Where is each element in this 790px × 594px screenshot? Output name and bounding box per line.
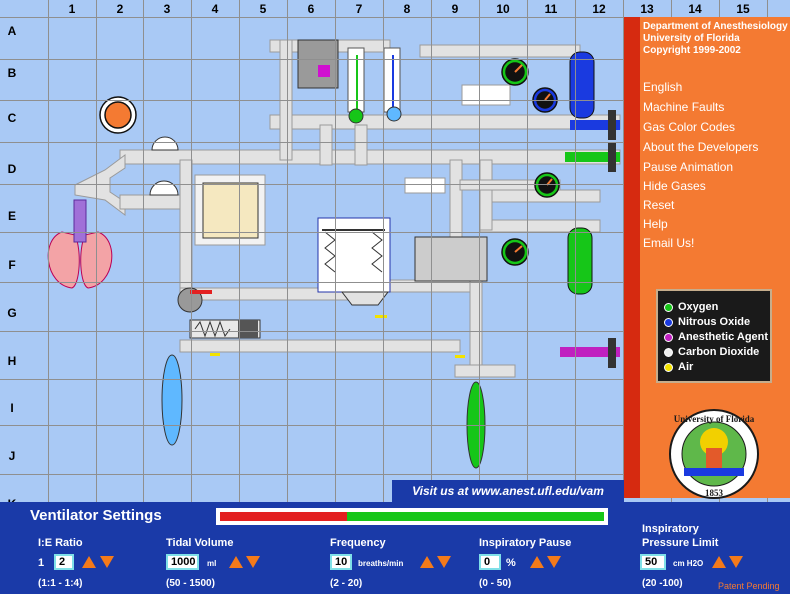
visit-link[interactable]: Visit us at www.anest.ufl.edu/vam [392,480,624,502]
pressure-limit-label-line2: Pressure Limit [642,537,719,549]
tidal-volume-increase-button[interactable] [229,556,243,568]
tidal-volume-unit: ml [207,559,217,568]
legend-dot [664,347,673,357]
grid-col-label: 11 [544,2,558,16]
patent-notice: Patent Pending [718,581,780,591]
menu-gas-color-codes[interactable]: Gas Color Codes [643,120,736,134]
legend-dot [664,332,673,342]
pressure-limit-increase-button[interactable] [712,556,726,568]
menu-machine-faults[interactable]: Machine Faults [643,100,725,114]
tidal-volume-label: Tidal Volume [166,537,234,549]
inspiratory-pause-decrease-button[interactable] [547,556,561,568]
legend-item-carbon-dioxide: Carbon Dioxide [664,346,759,360]
menu-about-developers[interactable]: About the Developers [643,140,759,154]
tidal-volume-range: (50 - 1500) [166,578,215,589]
menu-email-us[interactable]: Email Us! [643,236,695,250]
grid-col-label: 5 [259,2,267,16]
svg-text:University of Florida: University of Florida [674,414,755,424]
frequency-input[interactable]: 10 [330,554,352,570]
grid-col-label: 8 [403,2,411,16]
pressure-limit-input[interactable]: 50 [640,554,666,570]
pressure-limit-decrease-button[interactable] [729,556,743,568]
ie-ratio-label: I:E Ratio [38,537,83,549]
grid-col-label: 4 [211,2,219,16]
grid-row-label: H [7,354,17,368]
svg-text:1853: 1853 [705,488,724,498]
breath-cycle-bar [216,508,608,525]
legend-item-air: Air [664,361,693,375]
menu-hide-gases[interactable]: Hide Gases [643,179,706,193]
legend-item-anesthetic-agent: Anesthetic Agent [664,331,768,345]
inspiratory-pause-range: (0 - 50) [479,578,512,589]
expiration-phase [347,512,604,521]
inspiration-phase [220,512,347,521]
ie-ratio-decrease-button[interactable] [100,556,114,568]
grid-row-label: F [8,258,16,272]
grid-row-label: B [7,66,17,80]
grid-row-label: D [7,162,17,176]
tidal-volume-decrease-button[interactable] [246,556,260,568]
menu-pause-animation[interactable]: Pause Animation [643,160,734,174]
legend-dot [664,302,673,312]
grid-col-label: 9 [451,2,459,16]
legend-dot [664,317,673,327]
inspiratory-pause-label: Inspiratory Pause [479,537,572,549]
grid-col-label: 7 [355,2,363,16]
legend-item-nitrous-oxide: Nitrous Oxide [664,316,750,330]
credit-department: Department of Anesthesiology [643,21,788,32]
grid-row-label: A [7,24,17,38]
grid-row-label: C [7,111,17,125]
university-seal-logo: University of Florida 1853 [669,409,759,499]
grid-col-label: 13 [640,2,654,16]
grid-col-label: 15 [736,2,750,16]
ie-ratio-increase-button[interactable] [82,556,96,568]
grid-col-label: 6 [307,2,315,16]
grid-row-label: J [8,449,16,463]
grid-col-label: 1 [68,2,76,16]
inspiratory-pause-unit: % [506,557,516,569]
grid-col-label: 14 [688,2,702,16]
menu-help[interactable]: Help [643,217,668,231]
frequency-unit: breaths/min [358,559,404,568]
grid-col-label: 12 [592,2,606,16]
grid-col-label: 2 [116,2,124,16]
ie-ratio-range: (1:1 - 1:4) [38,578,83,589]
frequency-label: Frequency [330,537,386,549]
menu-reset[interactable]: Reset [643,198,675,212]
grid-row-label: I [10,401,14,415]
inspiratory-pause-input[interactable]: 0 [479,554,501,570]
grid-col-label: 3 [163,2,171,16]
frequency-range: (2 - 20) [330,578,363,589]
credit-university: University of Florida [643,33,740,44]
ie-ratio-input[interactable]: 2 [54,554,74,570]
pressure-limit-unit: cm H2O [673,559,704,568]
grid-row-label: G [7,306,17,320]
ventilator-settings-title: Ventilator Settings [30,507,162,524]
legend-item-oxygen: Oxygen [664,301,718,315]
frequency-decrease-button[interactable] [437,556,451,568]
decorative-strip [624,17,640,498]
grid-row-label: E [7,209,16,223]
menu-english[interactable]: English [643,80,683,94]
legend-dot [664,362,673,372]
pressure-limit-label-line1: Inspiratory [642,523,699,535]
ie-ratio-prefix: 1 [38,557,45,569]
credit-copyright: Copyright 1999-2002 [643,45,741,56]
frequency-increase-button[interactable] [420,556,434,568]
grid-col-label: 10 [496,2,510,16]
pressure-limit-range: (20 -100) [642,578,683,589]
inspiratory-pause-increase-button[interactable] [530,556,544,568]
gas-legend: Oxygen Nitrous Oxide Anesthetic Agent Ca… [656,289,772,383]
tidal-volume-input[interactable]: 1000 [166,554,199,570]
